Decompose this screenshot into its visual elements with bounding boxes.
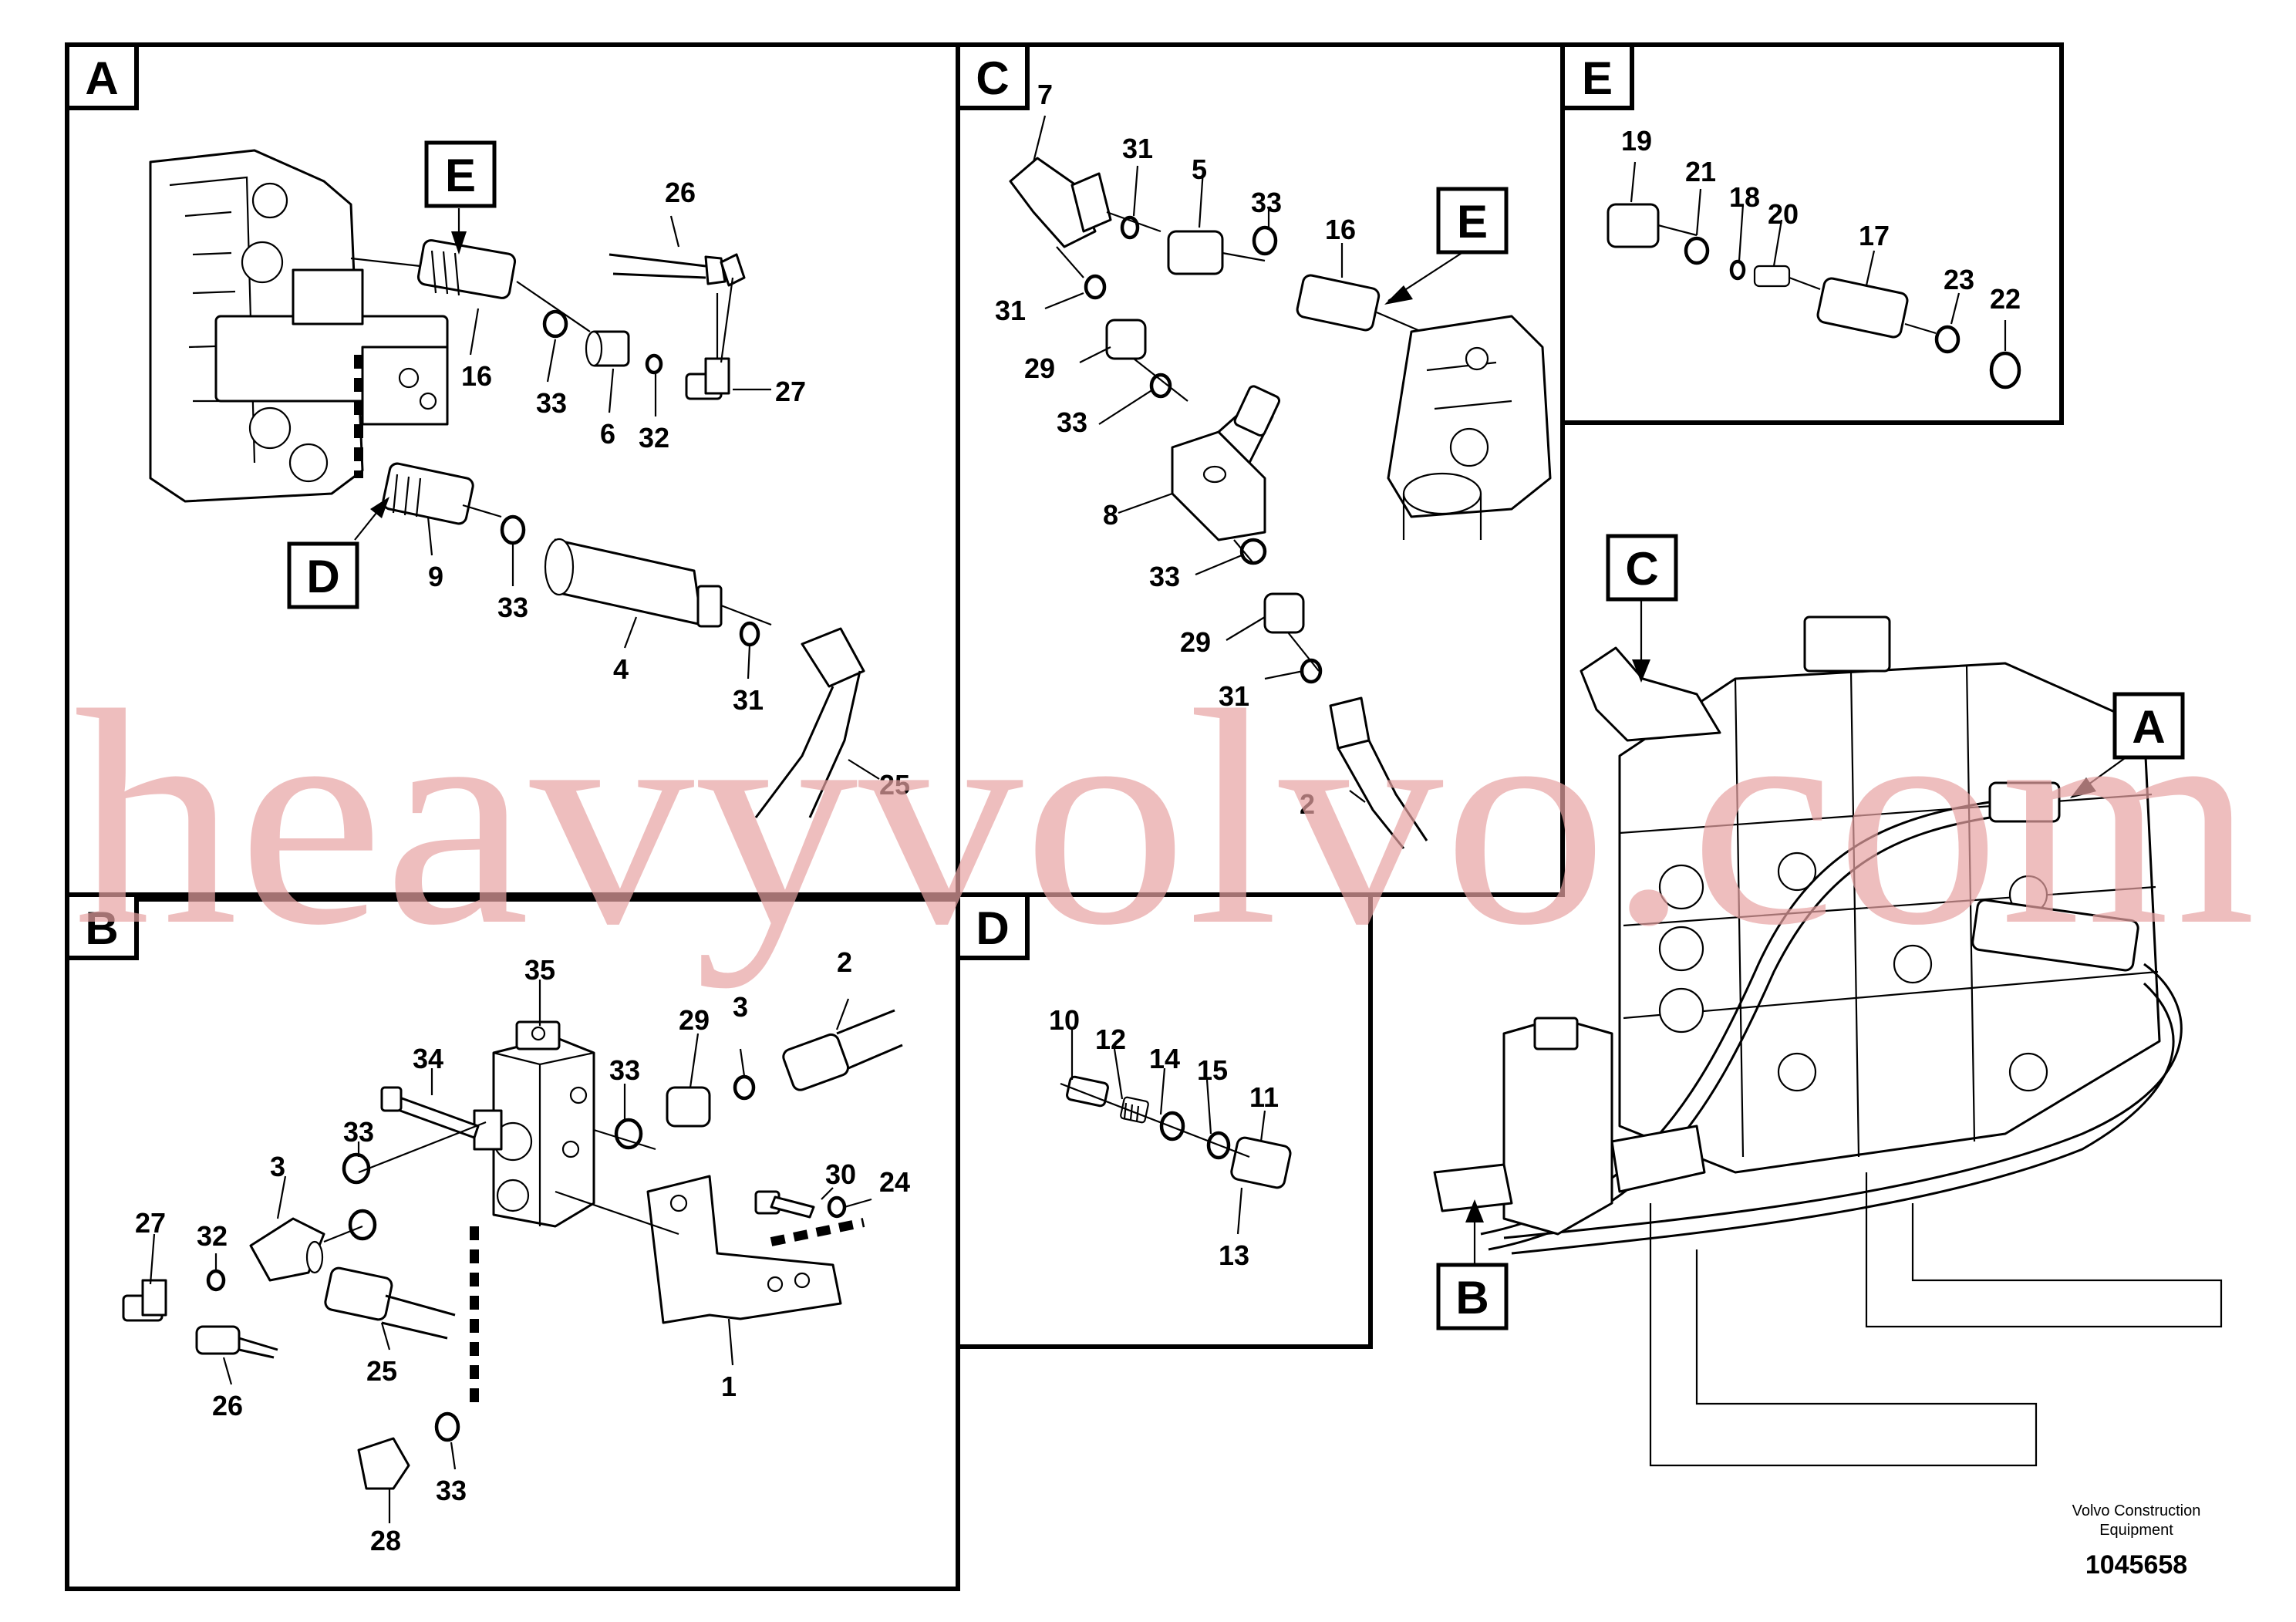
svg-text:32: 32 [197,1220,228,1252]
svg-text:11: 11 [1249,1081,1279,1113]
svg-text:27: 27 [135,1207,166,1239]
panel-b-drawing [122,980,903,1523]
svg-text:35: 35 [524,954,555,986]
svg-text:19: 19 [1621,125,1652,157]
svg-text:33: 33 [343,1116,374,1148]
svg-text:A: A [2132,701,2165,753]
svg-text:21: 21 [1685,156,1716,187]
svg-text:E: E [1582,52,1613,104]
callout-a-16: 16 [461,360,492,392]
company-line-1: Volvo Construction [2072,1502,2201,1519]
callout-a-27: 27 [775,376,806,407]
svg-text:29: 29 [679,1004,710,1036]
svg-text:23: 23 [1944,264,1974,295]
main-tag-c: C [1606,534,1678,602]
main-assembly-drawing [1433,598,2223,1467]
svg-text:D: D [306,551,339,602]
svg-text:30: 30 [825,1158,856,1190]
svg-text:20: 20 [1768,198,1799,230]
drawing-number: 1045658 [2085,1550,2187,1580]
svg-text:13: 13 [1219,1239,1249,1271]
svg-text:31: 31 [1122,133,1153,164]
panel-b-label: B [65,892,139,960]
panel-d-label: D [956,892,1030,960]
svg-text:33: 33 [436,1475,467,1506]
svg-text:B: B [85,902,118,954]
svg-text:10: 10 [1049,1004,1080,1036]
svg-text:3: 3 [270,1151,285,1182]
panel-d-drawing [1060,1030,1292,1235]
panel-a-callouts: 26 16 33 6 32 27 9 33 4 31 25 [428,177,910,801]
callout-a-25: 25 [879,769,910,801]
svg-text:33: 33 [609,1054,640,1086]
svg-text:C: C [976,52,1009,104]
svg-text:1: 1 [721,1371,737,1402]
panel-c-callouts: 7 31 5 33 16 31 29 33 8 33 29 31 2 [995,79,1356,820]
svg-text:2: 2 [1300,788,1315,820]
svg-text:16: 16 [1325,214,1356,245]
panel-e-frame [1560,42,2064,425]
svg-text:E: E [445,150,476,201]
panel-c-drawing [1009,115,1552,849]
svg-text:12: 12 [1095,1023,1126,1055]
footer: Volvo Construction Equipment 1045658 [2072,1502,2201,1580]
svg-text:17: 17 [1859,220,1890,251]
panel-c-tag-e: E [1436,187,1509,255]
svg-text:8: 8 [1103,499,1118,531]
svg-text:2: 2 [837,946,852,978]
panel-d-callouts: 10 12 14 15 11 13 [1049,1004,1279,1271]
svg-text:34: 34 [413,1043,443,1074]
svg-text:D: D [976,902,1009,954]
panel-b-callouts: 35 34 33 29 3 2 33 3 32 27 30 24 25 26 1… [135,946,910,1556]
svg-text:26: 26 [212,1390,243,1421]
callout-a-31: 31 [733,684,764,716]
callout-a-33: 33 [536,387,567,419]
svg-text:E: E [1457,196,1488,248]
callout-a-33b: 33 [497,592,528,623]
panel-a-tag-d: D [287,541,359,609]
panel-a-drawing [149,149,880,818]
svg-text:C: C [1625,543,1658,595]
svg-text:24: 24 [879,1166,910,1198]
panel-a-label: A [65,42,139,110]
callout-a-4: 4 [613,653,629,685]
callout-a-6: 6 [600,418,615,450]
svg-text:28: 28 [370,1525,401,1556]
svg-text:14: 14 [1149,1043,1180,1074]
svg-text:29: 29 [1024,352,1055,384]
callout-a-32: 32 [639,422,669,454]
svg-text:33: 33 [1149,561,1180,592]
svg-text:A: A [85,52,118,104]
svg-text:33: 33 [1057,406,1087,438]
panel-a-tag-e: E [424,140,497,208]
company-line-2: Equipment [2099,1522,2173,1539]
main-tag-a: A [2112,692,2185,760]
svg-text:31: 31 [1219,680,1249,712]
callout-a-9: 9 [428,561,443,592]
svg-text:29: 29 [1180,626,1211,658]
svg-text:18: 18 [1729,181,1760,213]
panel-d-frame [956,892,1373,1349]
svg-text:31: 31 [995,295,1026,326]
watermark: heavyvolvo.com [73,647,2256,990]
svg-text:33: 33 [1251,187,1282,218]
svg-text:22: 22 [1990,283,2021,315]
svg-text:7: 7 [1037,79,1053,110]
svg-text:5: 5 [1192,153,1207,185]
panel-e-drawing [1607,161,2021,389]
svg-text:3: 3 [733,991,748,1023]
panel-e-label: E [1560,42,1634,110]
svg-text:B: B [1455,1272,1489,1324]
panel-c-label: C [956,42,1030,110]
callout-a-26: 26 [665,177,696,208]
panel-e-callouts: 19 21 18 20 17 23 22 [1621,125,2021,315]
svg-text:15: 15 [1197,1054,1228,1086]
main-tag-b: B [1436,1263,1509,1330]
svg-text:25: 25 [366,1355,397,1387]
